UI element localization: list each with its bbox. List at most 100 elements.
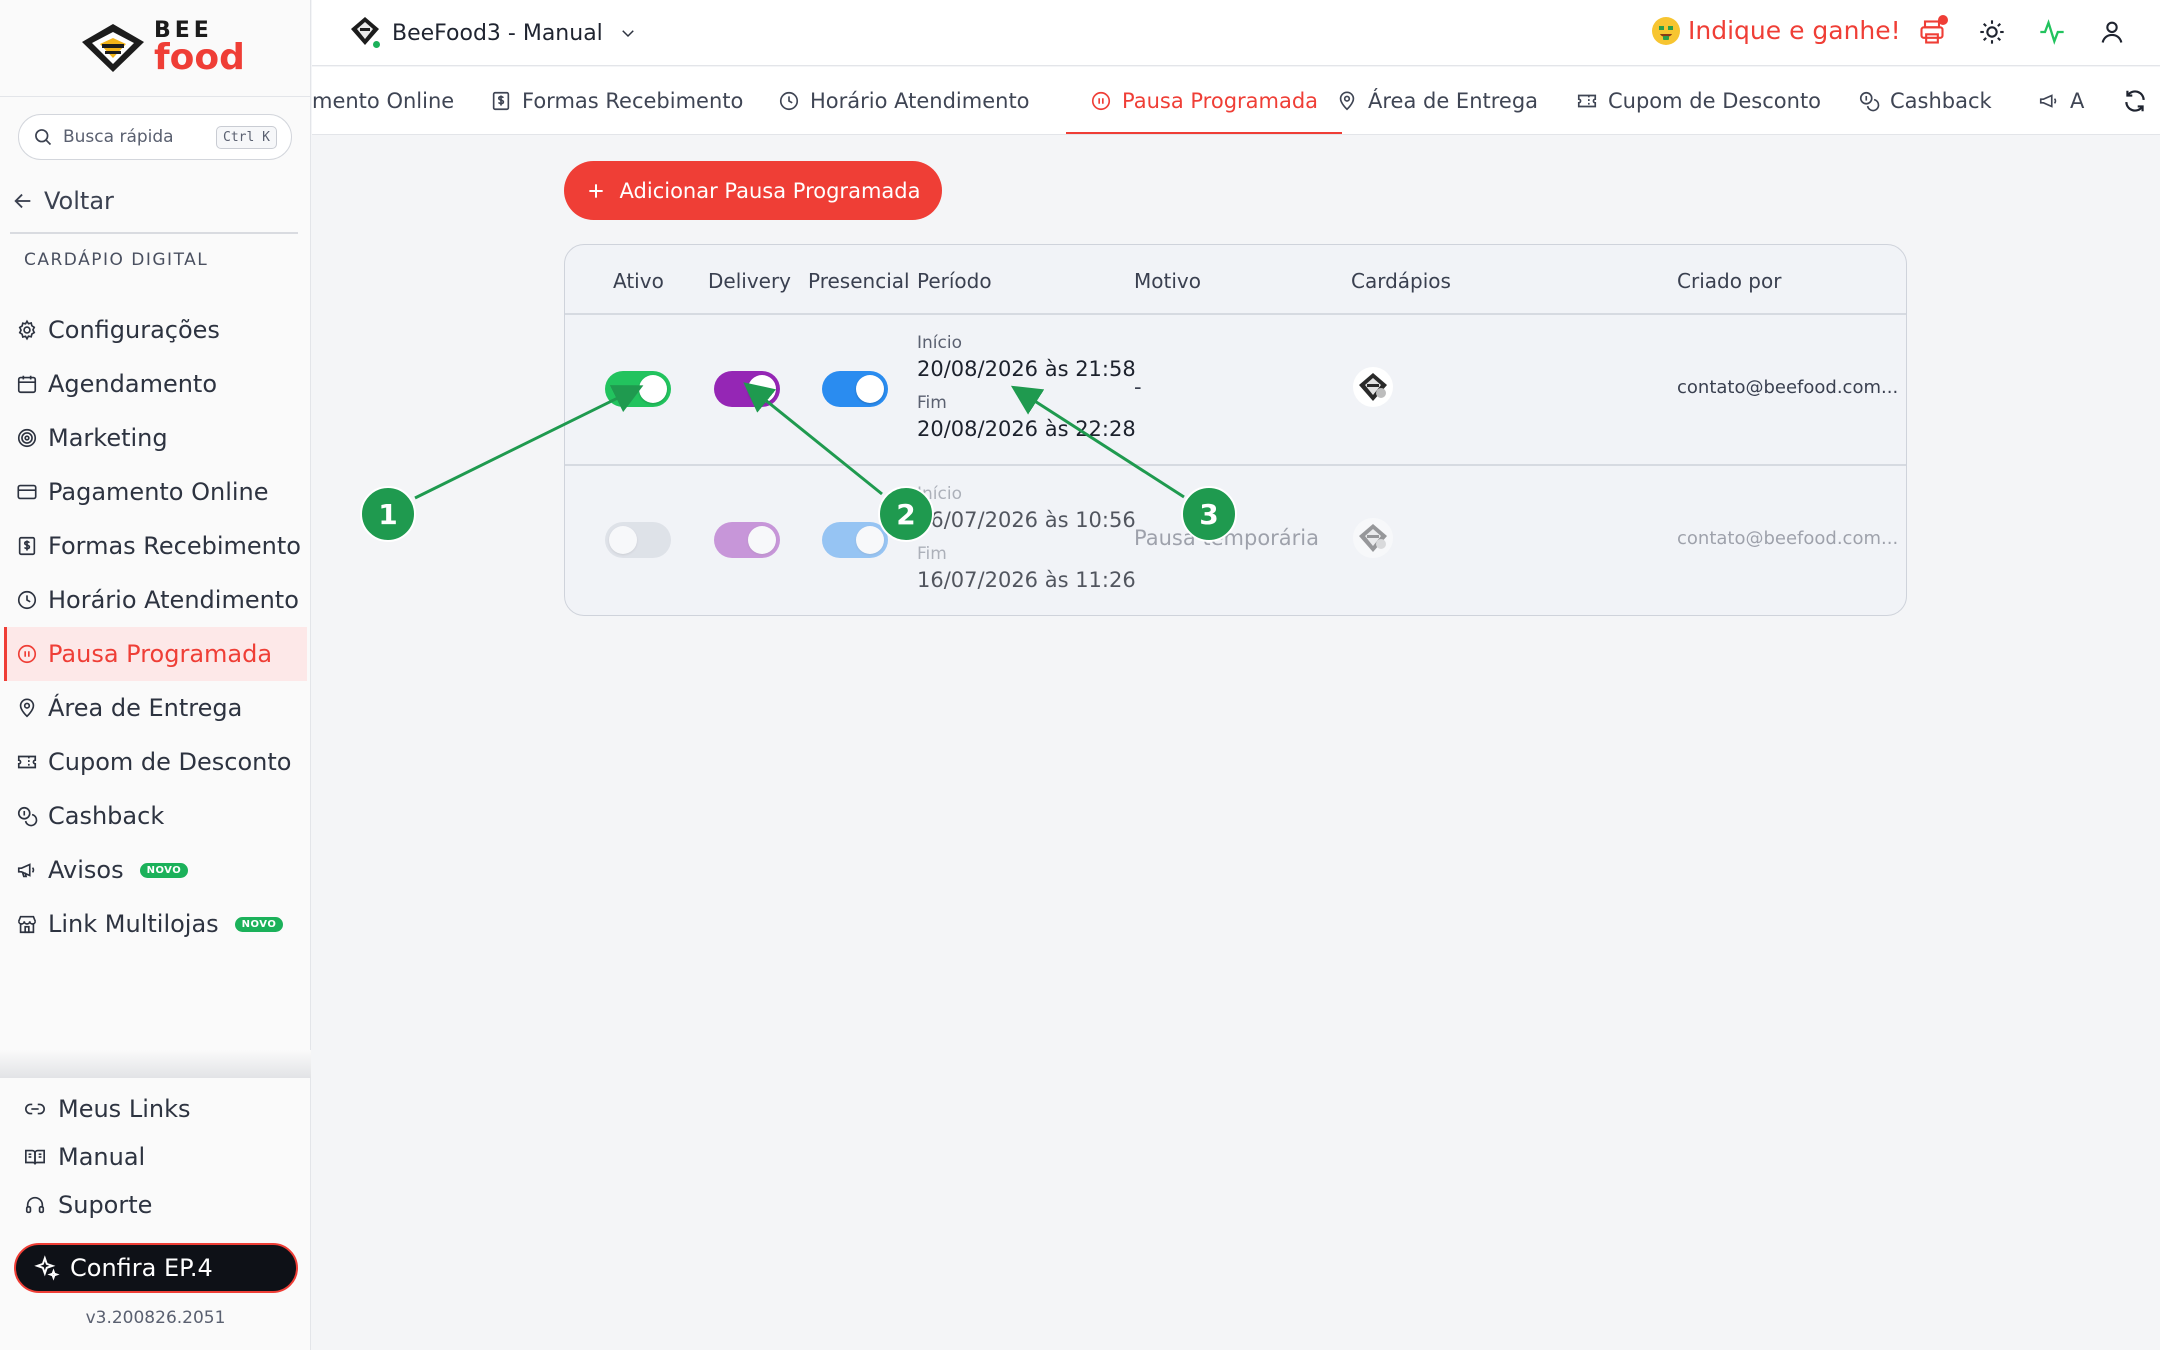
scheduled-pauses-table: Ativo Delivery Presencial Período Motivo… [564,244,1907,616]
brand-logo[interactable]: BEE food [80,20,245,76]
reason-value: - [1134,375,1142,399]
sidebar-item-cupom-desconto[interactable]: Cupom de Desconto [0,735,311,789]
sidebar-item-marketing[interactable]: Marketing [0,411,311,465]
sidebar-menu: Configurações Agendamento Marketing Paga… [0,303,311,951]
bee-logo-icon [1359,524,1387,552]
activity-button[interactable] [2038,18,2066,46]
toggle-knob [748,526,776,554]
sidebar-item-label: Horário Atendimento [48,586,299,614]
clock-icon [17,590,37,610]
online-status-dot [371,39,382,50]
store-icon [17,915,37,934]
search-placeholder: Busca rápida [63,127,174,147]
coins-icon [17,806,38,827]
user-button[interactable] [2098,18,2126,46]
sidebar-item-label: Pagamento Online [48,478,269,506]
sidebar-item-avisos[interactable]: Avisos NOVO [0,843,311,897]
calendar-icon [17,375,37,394]
sidebar-item-agendamento[interactable]: Agendamento [0,357,311,411]
col-header-presencial: Presencial [808,269,910,293]
annotation-marker: 3 [1181,486,1237,542]
store-avatar [348,14,382,52]
tab-cupom-desconto[interactable]: Cupom de Desconto [1576,67,1822,134]
tab-pagamento-online[interactable]: mento Online [312,67,454,134]
tab-avisos[interactable]: A [2038,67,2085,134]
config-tabs: mento Online Formas Recebimento Horário … [312,67,2160,135]
toggle-knob [748,375,776,403]
sidebar-item-link-multilojas[interactable]: Link Multilojas NOVO [0,897,311,951]
sidebar-item-area-entrega[interactable]: Área de Entrega [0,681,311,735]
refresh-button[interactable] [2122,88,2148,114]
sidebar-item-label: Avisos [48,856,124,884]
theme-toggle-button[interactable] [1978,18,2006,46]
store-selector[interactable]: BeeFood3 - Manual [348,14,637,52]
receipt-icon [492,91,510,111]
tab-label: A [2070,89,2085,113]
megaphone-icon [2039,94,2057,108]
back-link[interactable]: Voltar [12,187,114,215]
coins-icon [1859,91,1880,112]
tab-label: Pausa Programada [1122,89,1319,113]
sidebar-item-manual[interactable]: Manual [0,1133,311,1181]
top-bar: BeeFood3 - Manual Indique e ganhe! [312,0,2160,66]
toggle-ativo[interactable] [605,371,671,407]
menu-avatar [1353,518,1393,558]
printer-button[interactable] [1918,15,1948,46]
sidebar-item-pausa-programada[interactable]: Pausa Programada [4,627,307,681]
period-end-value: 20/08/2026 às 22:28 [917,417,1136,441]
period-start-value: 16/07/2026 às 10:56 [917,508,1136,532]
tab-label: Cashback [1890,89,1992,113]
sidebar-item-horario-atendimento[interactable]: Horário Atendimento [0,573,311,627]
bee-logo-icon [351,17,379,45]
headset-icon [25,1196,45,1214]
toggle-presencial[interactable] [822,371,888,407]
refresh-icon [2125,90,2145,112]
toggle-ativo[interactable] [605,522,671,558]
sidebar-item-label: Cupom de Desconto [48,748,292,776]
sun-icon [1980,20,2004,44]
tab-label: Horário Atendimento [810,89,1030,113]
toggle-presencial[interactable] [822,522,888,558]
scroll-shadow [0,1050,311,1078]
tab-pausa-programada[interactable]: Pausa Programada [1066,67,1343,134]
book-icon [25,1149,45,1165]
col-header-periodo: Período [917,269,992,293]
bottom-links: Meus Links Manual Suporte [0,1085,311,1229]
sidebar-item-cashback[interactable]: Cashback [0,789,311,843]
sidebar-item-pagamento-online[interactable]: Pagamento Online [0,465,311,519]
tab-horario-atendimento[interactable]: Horário Atendimento [778,67,1030,134]
sidebar-item-suporte[interactable]: Suporte [0,1181,311,1229]
col-header-delivery: Delivery [708,269,792,293]
ticket-icon [1577,94,1597,108]
annotation-marker: 2 [878,486,934,542]
tab-formas-recebimento[interactable]: Formas Recebimento [490,67,743,134]
bee-logo-icon [82,24,144,72]
tab-label: Cupom de Desconto [1608,89,1822,113]
add-button-label: Adicionar Pausa Programada [619,178,921,203]
section-title: CARDÁPIO DIGITAL [24,250,209,270]
new-badge: NOVO [234,916,284,932]
col-header-ativo: Ativo [613,269,664,293]
link-icon [25,1103,45,1115]
toggle-delivery[interactable] [714,522,780,558]
activity-icon [2040,19,2064,45]
referral-link[interactable]: Indique e ganhe! [1652,16,1901,45]
add-scheduled-pause-button[interactable]: Adicionar Pausa Programada [564,161,942,220]
megaphone-icon [17,863,35,878]
sidebar-item-meus-links[interactable]: Meus Links [0,1085,311,1133]
tab-area-entrega[interactable]: Área de Entrega [1336,67,1538,134]
tab-cashback[interactable]: Cashback [1858,67,1992,134]
period-end-label: Fim [917,393,947,413]
bee-logo-icon [1359,373,1387,401]
quick-search[interactable]: Busca rápida Ctrl K [18,114,292,160]
app-version: v3.200826.2051 [85,1308,226,1328]
toggle-delivery[interactable] [714,371,780,407]
confira-button[interactable]: Confira EP.4 [14,1243,298,1293]
period-start-value: 20/08/2026 às 21:58 [917,357,1136,381]
sidebar-item-formas-recebimento[interactable]: Formas Recebimento [0,519,311,573]
row-divider [565,464,1906,466]
brand-line1: BEE [154,18,213,43]
sidebar-item-label: Suporte [58,1191,153,1219]
sidebar-item-configuracoes[interactable]: Configurações [0,303,311,357]
